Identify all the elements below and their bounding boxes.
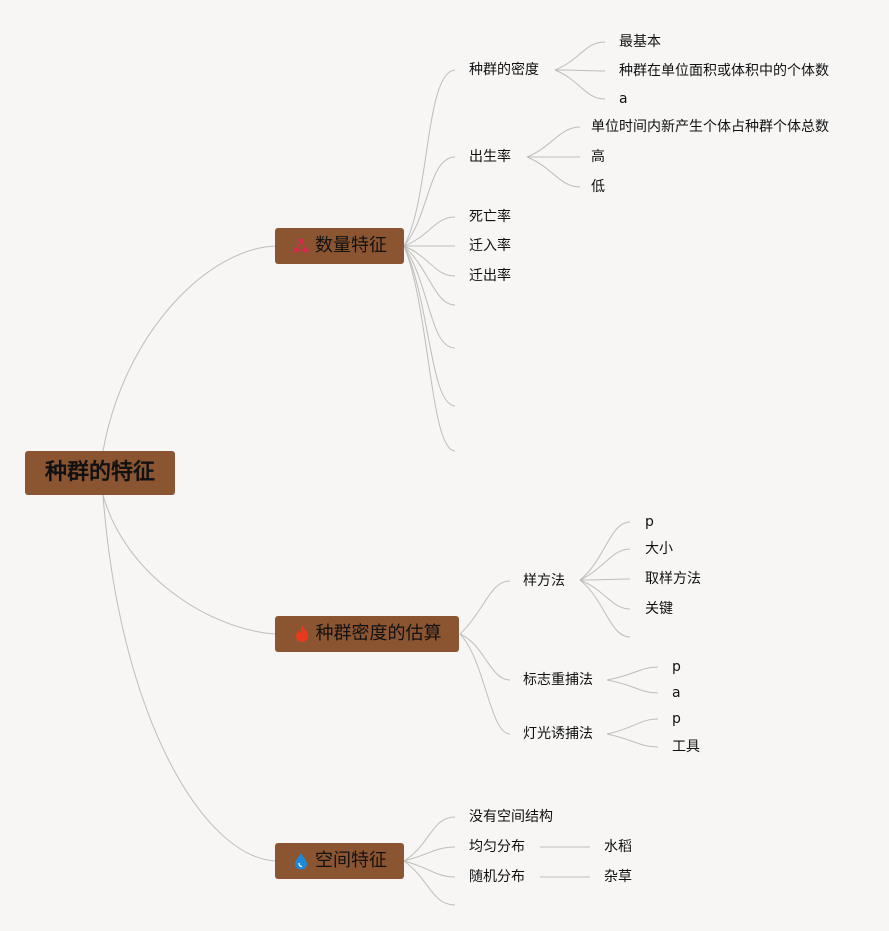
topic-emigration-rate[interactable]: 迁出率 <box>469 268 511 284</box>
subtopic-density-2[interactable]: 种群在单位面积或体积中的个体数 <box>619 63 829 79</box>
triangle-dots-icon <box>293 238 309 253</box>
link-estimation-sample <box>459 580 511 635</box>
topic-density[interactable]: 种群的密度 <box>469 62 539 78</box>
link-quantity-empty-2 <box>403 245 456 349</box>
subtopic-birth-1[interactable]: 单位时间内新产生个体占种群个体总数 <box>591 119 829 135</box>
link-light-child-2 <box>606 733 659 748</box>
link-quantity-empty-1 <box>403 245 456 306</box>
subtopic-quadrat-4[interactable]: 关键 <box>645 601 673 617</box>
branch-quantity[interactable]: 数量特征 <box>275 228 404 264</box>
subtopic-quadrat-1[interactable]: p <box>645 514 654 530</box>
subtopic-light-1[interactable]: p <box>672 711 681 727</box>
subtopic-light-2[interactable]: 工具 <box>672 739 700 755</box>
root-label: 种群的特征 <box>44 460 155 485</box>
link-estimation-mark <box>459 633 511 681</box>
link-birth-child-1 <box>526 126 581 158</box>
subtopic-birth-3[interactable]: 低 <box>591 179 605 195</box>
link-quantity-density <box>403 69 456 247</box>
link-spatial-none <box>403 816 456 862</box>
link-spatial-uniform <box>403 846 456 862</box>
topic-random-distribution[interactable]: 随机分布 <box>469 869 525 885</box>
link-root-quantity <box>102 245 277 452</box>
link-quantity-empty-3 <box>403 245 456 407</box>
link-spatial-random <box>403 860 456 878</box>
link-sample-child-2 <box>579 548 631 581</box>
water-drop-icon <box>295 853 307 870</box>
topic-light-trap[interactable]: 灯光诱捕法 <box>523 726 593 742</box>
link-mark-child-2 <box>606 679 659 694</box>
branch-spatial-label: 空间特征 <box>315 850 387 871</box>
link-quantity-death <box>403 216 456 247</box>
branch-spatial[interactable]: 空间特征 <box>275 843 404 879</box>
topic-mark-recapture[interactable]: 标志重捕法 <box>523 672 593 688</box>
subtopic-mark-2[interactable]: a <box>672 685 681 701</box>
link-quantity-birth <box>403 156 456 247</box>
flame-icon <box>295 626 308 642</box>
link-mark-child-1 <box>606 666 659 681</box>
link-light-child-1 <box>606 718 659 735</box>
subtopic-random-1[interactable]: 杂草 <box>604 869 632 885</box>
link-quantity-emigration <box>403 245 456 277</box>
link-birth-child-3 <box>526 156 581 188</box>
topic-birth-rate[interactable]: 出生率 <box>469 149 511 165</box>
root-node[interactable]: 种群的特征 <box>25 451 175 495</box>
topic-quadrat-method[interactable]: 样方法 <box>523 573 565 589</box>
link-root-estimation <box>102 494 277 635</box>
topic-immigration-rate[interactable]: 迁入率 <box>469 238 511 254</box>
topic-death-rate[interactable]: 死亡率 <box>469 209 511 225</box>
link-spatial-empty <box>403 860 456 906</box>
branch-estimation-label: 种群密度的估算 <box>315 623 442 644</box>
subtopic-quadrat-2[interactable]: 大小 <box>645 541 673 557</box>
subtopic-uniform-1[interactable]: 水稻 <box>604 839 632 855</box>
link-quantity-empty-4 <box>403 245 456 452</box>
link-root-spatial <box>102 494 277 862</box>
subtopic-density-1[interactable]: 最基本 <box>619 34 661 50</box>
subtopic-birth-2[interactable]: 高 <box>591 149 605 165</box>
link-sample-child-1 <box>579 521 631 581</box>
subtopic-quadrat-3[interactable]: 取样方法 <box>645 571 701 587</box>
link-estimation-light <box>459 633 511 735</box>
link-sample-child-4 <box>579 579 631 610</box>
topic-no-spatial-structure[interactable]: 没有空间结构 <box>469 809 553 825</box>
subtopic-mark-1[interactable]: p <box>672 659 681 675</box>
subtopic-density-3[interactable]: a <box>619 91 628 107</box>
link-density-child-2 <box>554 69 606 72</box>
link-sample-child-empty <box>579 579 631 638</box>
branch-estimation[interactable]: 种群密度的估算 <box>275 616 459 652</box>
link-density-child-1 <box>554 41 606 71</box>
link-density-child-3 <box>554 69 606 100</box>
branch-quantity-label: 数量特征 <box>315 235 387 256</box>
topic-uniform-distribution[interactable]: 均匀分布 <box>469 839 525 855</box>
link-sample-child-3 <box>579 578 631 581</box>
